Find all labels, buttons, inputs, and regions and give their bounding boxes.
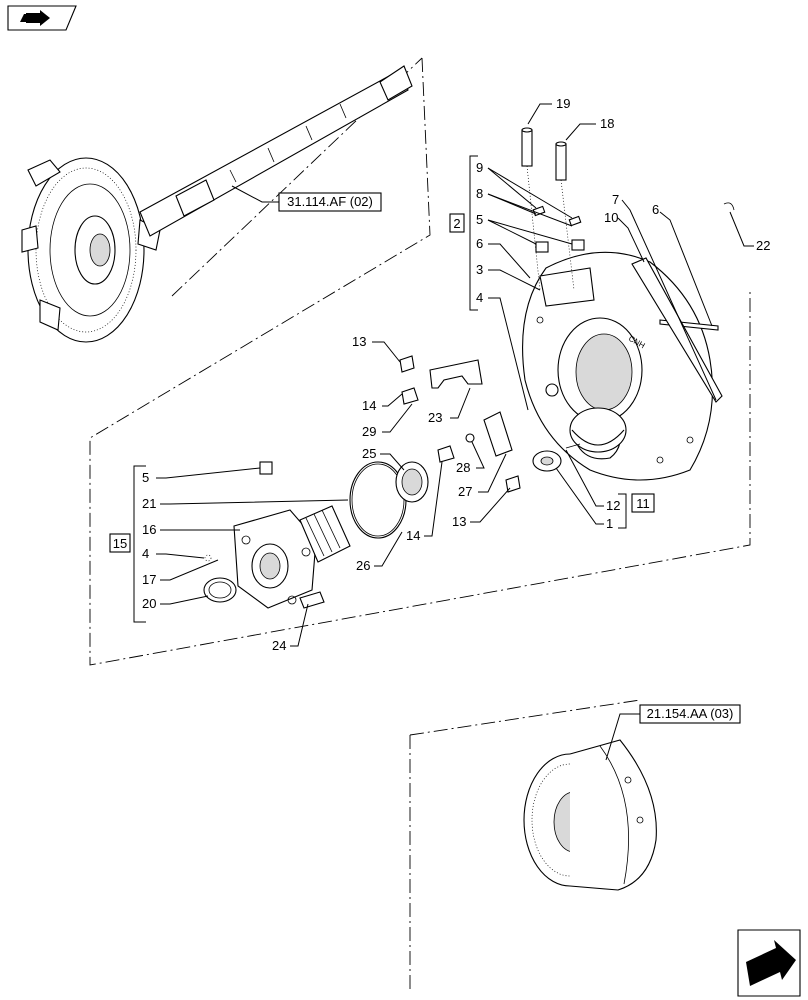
- clutch-reference[interactable]: 21.154.AA (03): [605, 704, 741, 761]
- callout-17: 17: [142, 572, 156, 587]
- callout-23: 23: [428, 410, 442, 425]
- output-shaft-assembly: [21, 65, 413, 343]
- callout-28: 28: [456, 460, 470, 475]
- callout-9: 9: [476, 160, 483, 175]
- book-arrow-icon[interactable]: [7, 5, 77, 31]
- shaft-reference[interactable]: 31.114.AF (02): [231, 185, 382, 212]
- pin-18: [555, 141, 567, 181]
- callout-13b: 13: [452, 514, 466, 529]
- callout-22: 22: [756, 238, 770, 253]
- callout-24: 24: [272, 638, 286, 653]
- callout-12: 12: [606, 498, 620, 513]
- callout-29: 29: [362, 424, 376, 439]
- callout-20: 20: [142, 596, 156, 611]
- callout-16: 16: [142, 522, 156, 537]
- svg-text:15: 15: [113, 536, 127, 551]
- callout-3: 3: [476, 262, 483, 277]
- group-box-11[interactable]: 11: [618, 493, 655, 529]
- svg-text:31.114.AF (02): 31.114.AF (02): [287, 194, 373, 209]
- callout-21: 21: [142, 496, 156, 511]
- callout-13a: 13: [352, 334, 366, 349]
- callout-7: 7: [612, 192, 619, 207]
- callout-10: 10: [604, 210, 618, 225]
- callout-26: 26: [356, 558, 370, 573]
- callout-6a: 6: [476, 236, 483, 251]
- callout-18: 18: [600, 116, 614, 131]
- clutch-pack: [523, 739, 657, 891]
- callout-4a: 4: [476, 290, 483, 305]
- group-box-15[interactable]: 15: [109, 465, 146, 623]
- callout-1: 1: [606, 516, 613, 531]
- seal-1: [532, 450, 562, 472]
- callout-8: 8: [476, 186, 483, 201]
- callout-6b: 6: [652, 202, 659, 217]
- group-box-2[interactable]: 2: [449, 155, 478, 311]
- callout-27: 27: [458, 484, 472, 499]
- callout-14b: 14: [406, 528, 420, 543]
- svg-text:11: 11: [636, 496, 650, 511]
- callout-5b: 5: [142, 470, 149, 485]
- pin-19: [521, 127, 533, 167]
- seal-25: [395, 461, 429, 503]
- svg-text:2: 2: [453, 216, 460, 231]
- callout-5a: 5: [476, 212, 483, 227]
- svg-text:21.154.AA (03): 21.154.AA (03): [647, 706, 734, 721]
- bracket-23: [429, 359, 483, 389]
- callout-19: 19: [556, 96, 570, 111]
- pump-body-16: [233, 505, 351, 609]
- callout-4b: 4: [142, 546, 149, 561]
- callout-25: 25: [362, 446, 376, 461]
- next-page-arrow-icon[interactable]: [737, 929, 801, 997]
- filter-12: [569, 407, 627, 453]
- callout-14a: 14: [362, 398, 376, 413]
